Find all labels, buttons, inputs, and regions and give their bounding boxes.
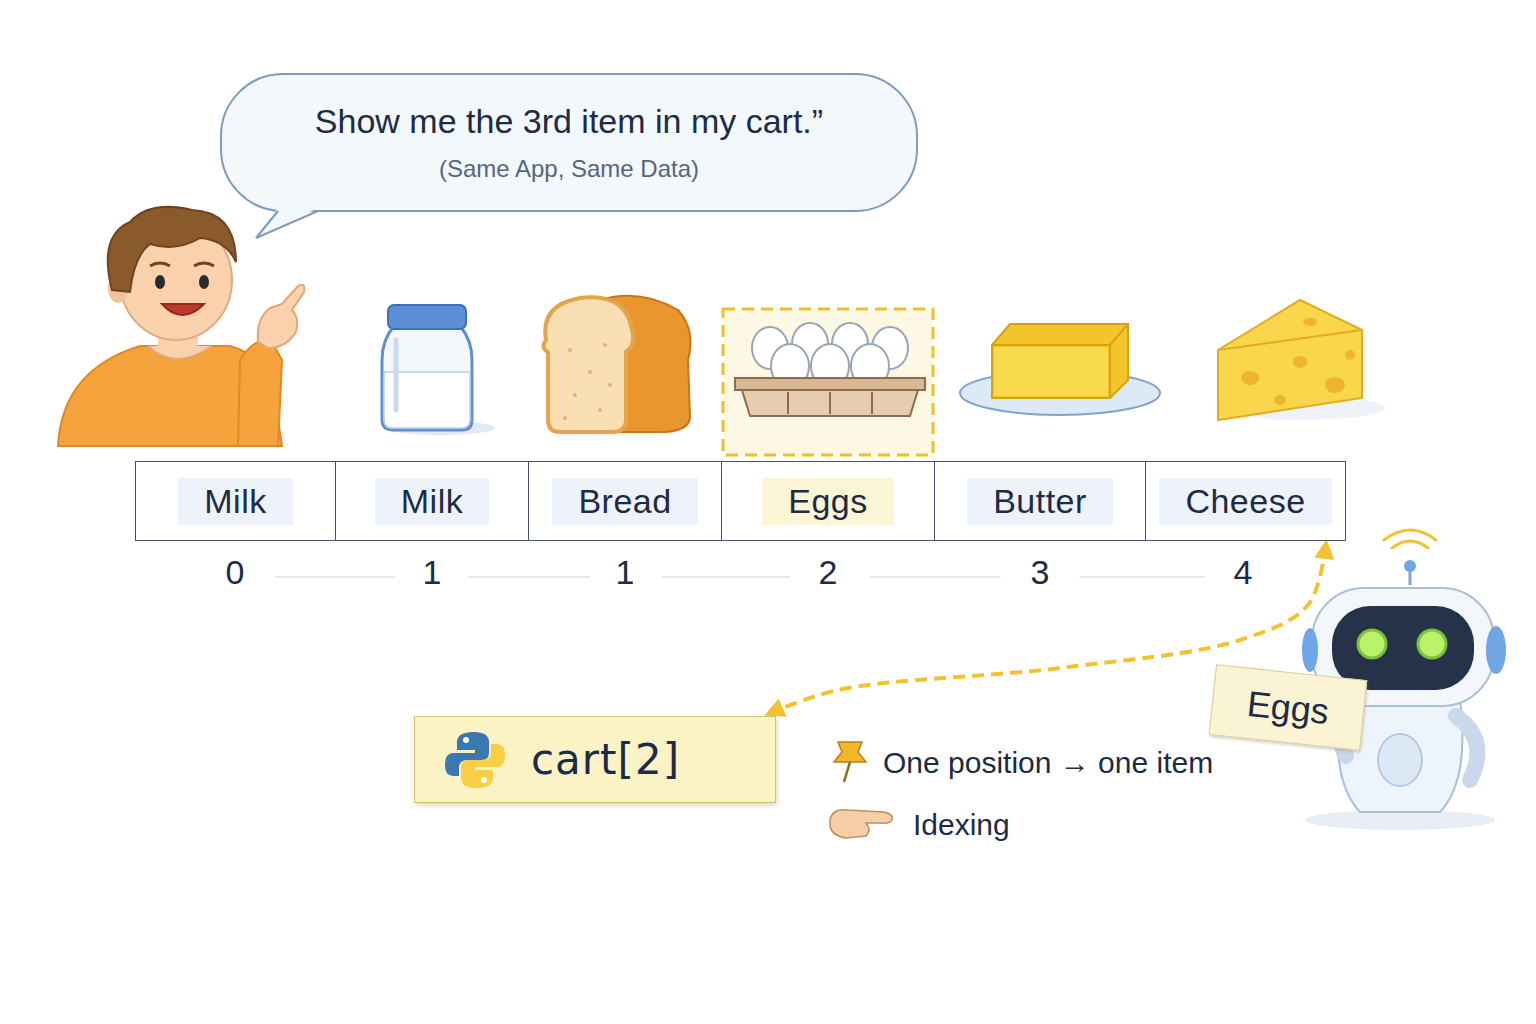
speech-bubble: Show me the 3rd item in my cart.” (Same A…	[220, 73, 918, 212]
pushpin-icon	[834, 742, 866, 782]
array-cell: Milk	[335, 461, 529, 541]
bubble-body	[221, 74, 917, 211]
index-guides	[275, 576, 1205, 578]
index-number: 2	[819, 553, 838, 592]
pointing-hand-icon	[830, 810, 892, 838]
highlight-box	[723, 309, 933, 455]
cell-label: Eggs	[762, 478, 894, 525]
cell-label: Milk	[375, 478, 489, 525]
array-cell: Milk	[135, 461, 336, 541]
egg-carton	[735, 323, 925, 416]
milk-bottle	[382, 305, 495, 435]
index-number: 1	[423, 553, 442, 592]
bread-loaf	[543, 296, 690, 432]
index-number: 3	[1031, 553, 1050, 592]
cell-label: Butter	[967, 478, 1113, 525]
person-figure	[58, 207, 304, 446]
array-cell: Eggs	[721, 461, 935, 541]
cell-label: Cheese	[1159, 478, 1331, 525]
bubble-outline	[220, 73, 918, 212]
speech-note: (Same App, Same Data)	[439, 155, 699, 183]
code-label: cart[2]	[531, 735, 680, 784]
array-cell: Cheese	[1145, 461, 1346, 541]
bubble-tail	[256, 208, 318, 238]
cell-label: Milk	[178, 478, 292, 525]
python-logo-yellow	[461, 744, 505, 788]
python-logo-eye	[481, 777, 487, 783]
code-box: cart[2]	[414, 716, 776, 803]
index-number: 1	[616, 553, 635, 592]
array-cell: Bread	[528, 461, 722, 541]
python-logo-eye	[463, 737, 469, 743]
index-number: 0	[226, 553, 245, 592]
bubble-tail-edge	[256, 211, 318, 238]
python-logo	[443, 728, 507, 792]
note-text: Idexing	[913, 808, 1010, 842]
speech-text: Show me the 3rd item in my cart.”	[315, 102, 823, 141]
answer-sign: Eggs	[1209, 664, 1368, 750]
array-cell: Butter	[934, 461, 1146, 541]
cheese-wedge	[1215, 300, 1385, 420]
sign-label: Eggs	[1245, 682, 1331, 732]
index-number: 4	[1234, 553, 1253, 592]
note-text: One position → one item	[883, 746, 1213, 780]
butter-block	[960, 324, 1160, 415]
cell-label: Bread	[552, 478, 697, 525]
